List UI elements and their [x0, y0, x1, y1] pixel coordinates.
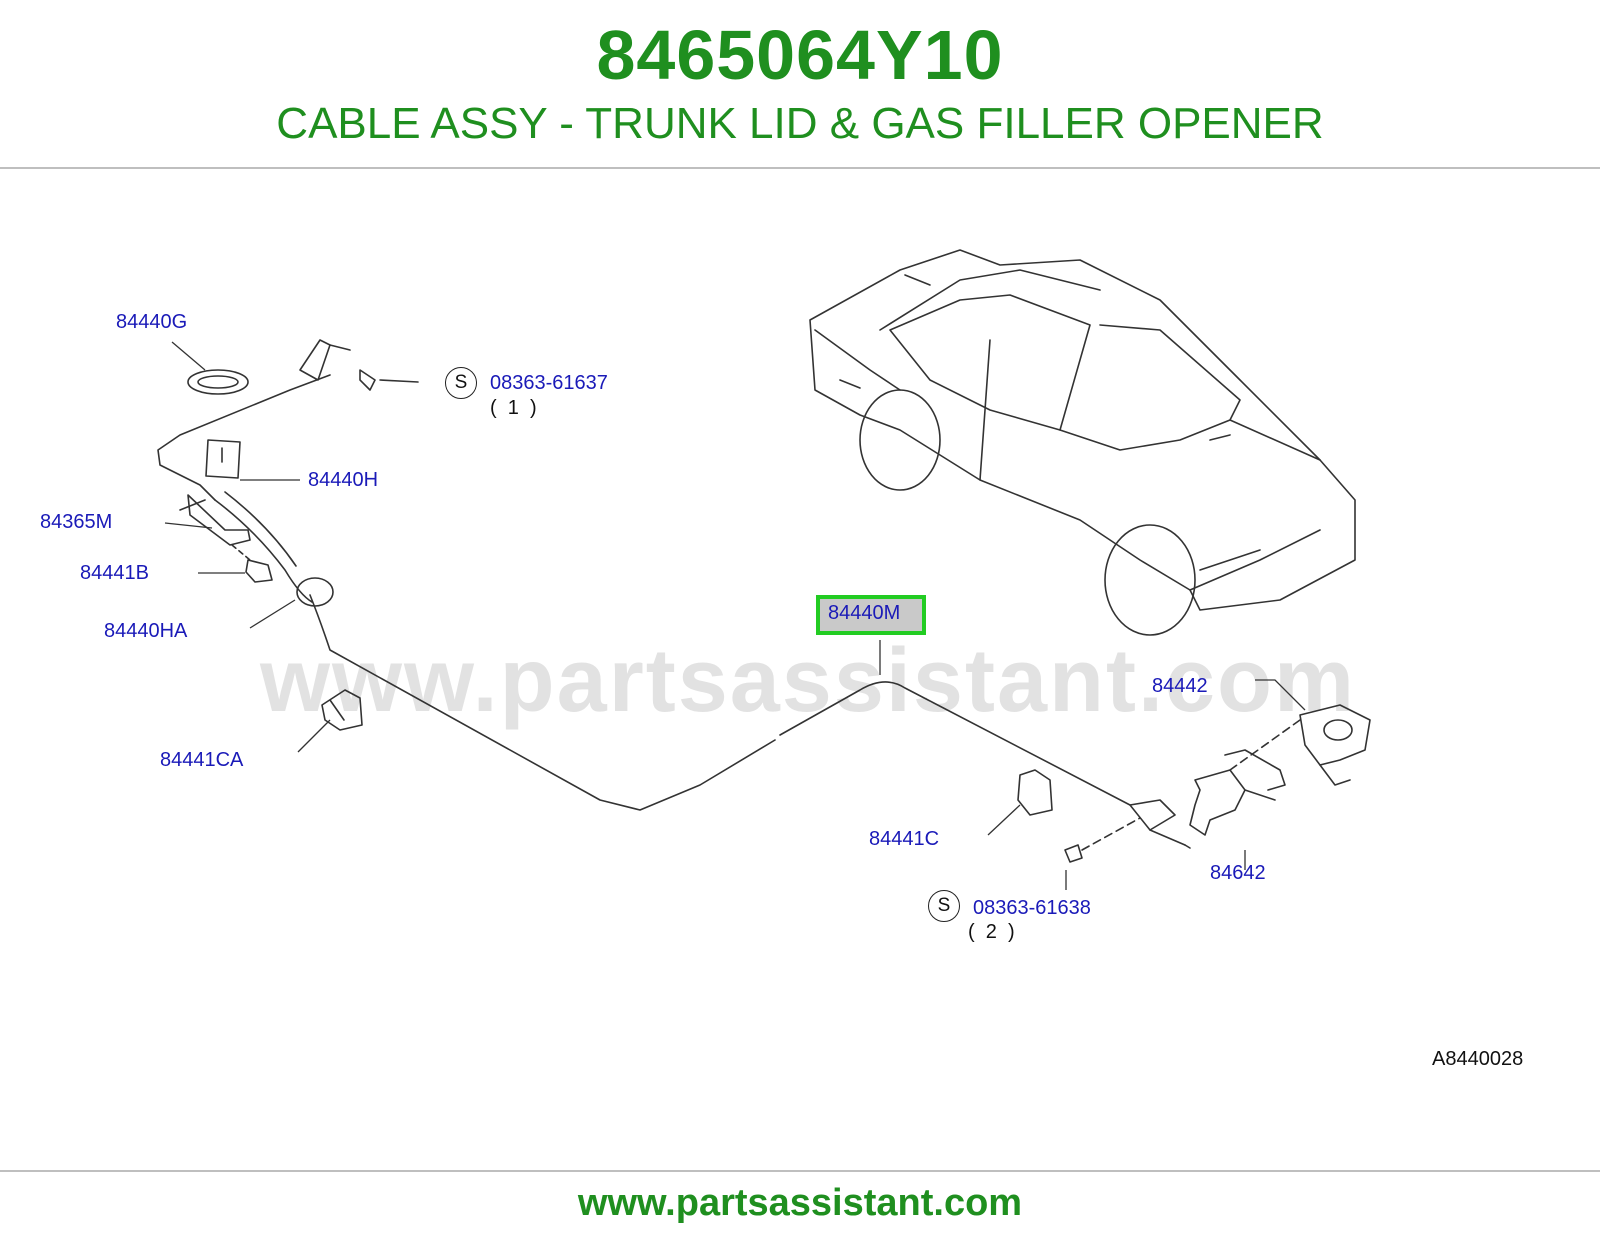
label-screw-08363-61637[interactable]: 08363-61637	[490, 372, 608, 394]
footer-website-link[interactable]: www.partsassistant.com	[577, 1182, 1023, 1224]
label-84441c[interactable]: 84441C	[869, 828, 940, 850]
label-84441ca[interactable]: 84441CA	[160, 749, 244, 771]
label-84440h[interactable]: 84440H	[308, 469, 379, 491]
page-header: 8465064Y10 CABLE ASSY - TRUNK LID & GAS …	[0, 0, 1600, 170]
standard-part-symbol: S	[445, 367, 477, 399]
part-number-title: 8465064Y10	[596, 16, 1004, 94]
label-screw-08363-61638[interactable]: 08363-61638	[973, 897, 1091, 919]
cable-84440m	[309, 594, 776, 811]
label-84440ha[interactable]: 84440HA	[104, 620, 188, 642]
label-84365m[interactable]: 84365M	[40, 511, 113, 533]
watermark-text: www.partsassistant.com	[260, 631, 1357, 731]
label-84440g[interactable]: 84440G	[116, 311, 188, 333]
quantity-screw-2: ( 2 )	[968, 921, 1015, 943]
label-84441b[interactable]: 84441B	[80, 562, 149, 584]
label-84442[interactable]: 84442	[1152, 675, 1208, 697]
diagram-reference-code: A8440028	[1432, 1048, 1524, 1070]
footer-divider	[0, 1170, 1600, 1172]
standard-part-symbol-2: S	[928, 890, 960, 922]
diagram-drawing	[157, 249, 1371, 890]
part-description: CABLE ASSY - TRUNK LID & GAS FILLER OPEN…	[276, 99, 1324, 148]
parts-diagram: www.partsassistant.com	[0, 230, 1600, 1110]
header-divider	[0, 167, 1600, 169]
quantity-screw-1: ( 1 )	[490, 397, 537, 419]
car-illustration	[809, 249, 1356, 636]
highlighted-part-box	[816, 595, 926, 635]
label-84642[interactable]: 84642	[1210, 862, 1266, 884]
label-84440m[interactable]: 84440M	[828, 602, 901, 624]
